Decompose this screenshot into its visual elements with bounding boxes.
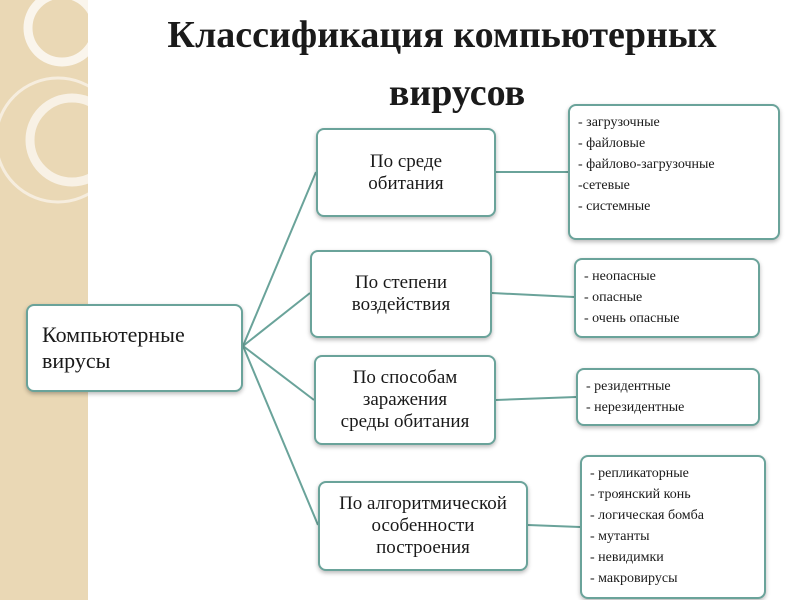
habitat-types-list: - загрузочные - файловые - файлово-загру…	[568, 104, 780, 240]
algorithm-types-list: - репликаторные - троянский конь - логич…	[580, 455, 766, 599]
list-item: - загрузочные	[578, 115, 660, 130]
category-label-line: По степени	[354, 272, 448, 293]
list-item: -сетевые	[578, 178, 630, 193]
category-label-line: построения	[376, 537, 470, 558]
list-item: - неопасные	[584, 269, 656, 284]
list-item: - мутанты	[590, 529, 650, 544]
list-item: - троянский конь	[590, 487, 691, 502]
category-label-line: По способам	[352, 367, 458, 388]
infection-types-list: - резидентные - нерезидентные	[576, 368, 760, 426]
root-label-line-1: Компьютерные	[42, 322, 185, 347]
category-label-line: обитания	[368, 172, 444, 194]
list-item: - системные	[578, 199, 651, 214]
list-item: - логическая бомба	[590, 508, 704, 523]
connector-root-to-algorithm	[242, 345, 319, 526]
category-by-algorithm: По алгоритмической особенности построени…	[318, 481, 528, 571]
category-by-impact: По степени воздействия	[310, 250, 492, 338]
category-label-line: особенности	[371, 515, 475, 536]
page-title: Классификация компьютерных вирусов	[92, 6, 792, 122]
list-item: - опасные	[584, 290, 643, 305]
title-line-1: Классификация компьютерных	[167, 14, 717, 56]
title-line-2: вирусов	[388, 72, 526, 114]
root-label-line-2: вирусы	[42, 348, 111, 373]
connector-root-to-impact	[242, 292, 311, 347]
list-item: - репликаторные	[590, 466, 689, 481]
list-item: - файловые	[578, 136, 646, 151]
category-label-line: По среде	[369, 150, 443, 172]
category-label-line: среды обитания	[340, 411, 470, 432]
root-node-computer-viruses: Компьютерные вирусы	[26, 304, 243, 392]
impact-types-list: - неопасные - опасные - очень опасные	[574, 258, 760, 338]
category-by-habitat: По среде обитания	[316, 128, 496, 217]
list-item: - файлово-загрузочные	[578, 157, 715, 172]
connector-impact-to-list	[491, 292, 575, 298]
list-item: - невидимки	[590, 550, 664, 565]
category-label-line: воздействия	[351, 294, 451, 315]
category-by-infection-method: По способам заражения среды обитания	[314, 355, 496, 445]
connector-algorithm-to-list	[527, 524, 581, 528]
list-item: - резидентные	[586, 379, 671, 394]
connector-root-to-habitat	[242, 171, 317, 347]
list-item: - нерезидентные	[586, 400, 685, 415]
category-label-line: заражения	[362, 389, 448, 410]
list-item: - макровирусы	[590, 571, 678, 586]
category-label-line: По алгоритмической	[339, 493, 507, 514]
list-item: - очень опасные	[584, 311, 680, 326]
decorative-rings	[0, 0, 120, 204]
connector-infection-to-list	[495, 396, 577, 401]
connector-root-to-infection	[242, 345, 315, 401]
